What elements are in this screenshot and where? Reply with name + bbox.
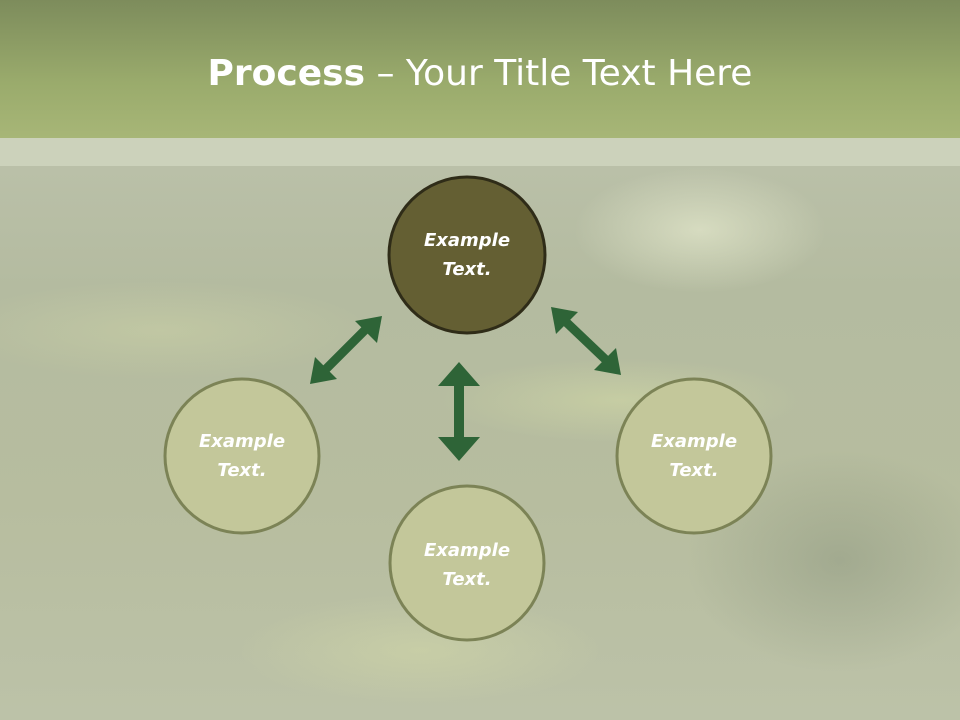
node-circle-top — [387, 175, 547, 335]
node-text-right: Example Text. — [619, 427, 769, 485]
node-right-line1: Example — [650, 431, 738, 452]
arrow-top-left — [310, 316, 382, 384]
slide-title: Process – Your Title Text Here — [0, 50, 960, 98]
node-top-line1: Example — [423, 230, 511, 251]
node-left-line2: Text. — [217, 460, 267, 481]
node-text-bottom: Example Text. — [392, 536, 542, 594]
node-text-left: Example Text. — [167, 427, 317, 485]
node-circle-left — [163, 377, 321, 535]
header-strip — [0, 138, 960, 166]
node-bottom-line1: Example — [423, 540, 511, 561]
arrow-top-right — [551, 307, 621, 375]
title-dash: – — [365, 53, 406, 94]
title-bold: Process — [207, 53, 366, 94]
node-right-line2: Text. — [669, 460, 719, 481]
node-text-top: Example Text. — [392, 226, 542, 284]
node-circle-right — [615, 377, 773, 535]
node-left-line1: Example — [198, 431, 286, 452]
node-top-line2: Text. — [442, 259, 492, 280]
node-circle-bottom — [388, 484, 546, 642]
title-rest: Your Title Text Here — [405, 53, 753, 94]
header-bar — [0, 0, 960, 138]
node-bottom-line2: Text. — [442, 569, 492, 590]
arrow-vertical — [438, 362, 480, 461]
